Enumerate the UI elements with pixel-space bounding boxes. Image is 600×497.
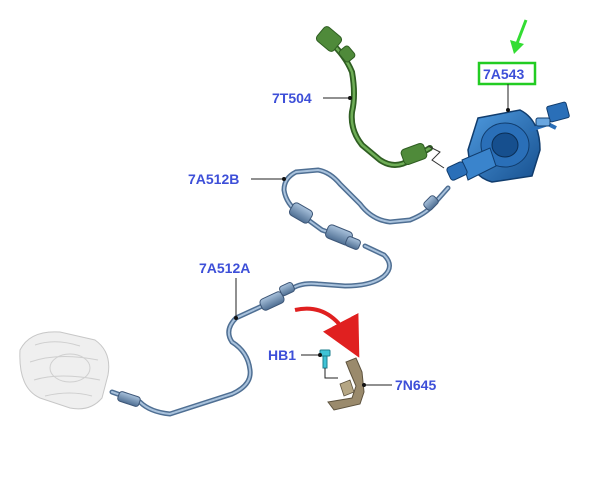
label-7t504: 7T504 <box>272 90 312 106</box>
transmission-housing-ghost <box>19 331 110 410</box>
clutch-tube-upper <box>281 167 451 250</box>
label-7a512b: 7A512B <box>188 171 239 187</box>
label-7n645: 7N645 <box>395 377 436 393</box>
bolt-hb1 <box>319 349 331 369</box>
leader-lines <box>234 84 510 387</box>
clutch-bracket <box>327 357 365 411</box>
green-arrow-icon <box>510 19 528 54</box>
highlight-box <box>477 61 537 86</box>
label-hb1: HB1 <box>268 347 296 363</box>
clutch-hose <box>315 26 445 169</box>
label-7a512a: 7A512A <box>199 260 250 276</box>
clutch-tube-lower <box>109 243 392 417</box>
red-curved-arrow-icon <box>294 306 360 358</box>
label-7a543: 7A543 <box>483 66 524 82</box>
clutch-slave-cylinder <box>446 101 570 183</box>
